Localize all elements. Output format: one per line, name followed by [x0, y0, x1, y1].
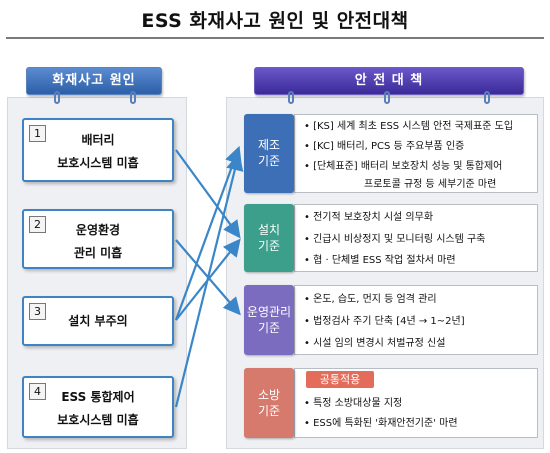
measure-box-installation — [294, 204, 538, 272]
binder-ring-icon — [54, 91, 60, 104]
diagram-title: ESS 화재사고 원인 및 안전대책 — [141, 10, 409, 32]
category-firefighting: 소방 기준 — [244, 368, 294, 438]
binder-ring-icon — [288, 91, 294, 104]
measure-item: • [KS] 세계 최초 ESS 시스템 안전 국제표준 도입 — [304, 121, 514, 132]
cause-box-1: 1 배터리 보호시스템 미흡 — [22, 118, 174, 182]
measure-item: • 전기적 보호장치 시설 의무화 — [304, 212, 434, 223]
binder-ring-icon — [484, 91, 490, 104]
arrow-line — [175, 239, 241, 316]
cause-number: 2 — [29, 216, 46, 233]
measure-item: • 온도, 습도, 먼지 등 엄격 관리 — [304, 294, 437, 305]
category-operation: 운영관리 기준 — [244, 285, 294, 355]
measure-item: • ESS에 특화된 '화재안전기준' 마련 — [304, 418, 458, 429]
category-label: 기준 — [257, 154, 281, 168]
cause-label: 운영환경 — [75, 223, 121, 237]
cause-label: 설치 부주의 — [68, 314, 128, 328]
cause-label: 보호시스템 미흡 — [57, 156, 139, 170]
binder-ring-icon — [130, 91, 136, 104]
category-installation: 설치 기준 — [244, 204, 294, 272]
arrow-line — [175, 149, 241, 239]
category-label: 운영관리 — [246, 305, 292, 319]
measures-header: 안 전 대 책 — [254, 67, 524, 95]
binder-ring-icon — [384, 91, 390, 104]
measure-item: • 시설 임의 변경시 처벌규정 신설 — [304, 338, 446, 349]
measure-box-manufacturing — [294, 114, 538, 193]
measure-item: • [KC] 배터리, PCS 등 주요부품 인증 — [304, 141, 465, 152]
measure-item: • 협 · 단체별 ESS 작업 절차서 마련 — [304, 255, 456, 266]
common-apply-badge: 공통적용 — [306, 371, 374, 388]
causes-header: 화재사고 원인 — [26, 67, 162, 95]
measure-item: 프로토콜 규정 등 세부기준 마련 — [364, 179, 497, 190]
cause-label: ESS 통합제어 — [61, 390, 135, 404]
cause-label: 보호시스템 미흡 — [57, 413, 139, 427]
cause-label: 배터리 — [81, 133, 115, 147]
category-label: 기준 — [257, 239, 281, 253]
category-label: 제조 — [257, 138, 281, 152]
measure-box-operation — [294, 285, 538, 355]
cause-box-3: 3 설치 부주의 — [22, 296, 174, 346]
category-label: 기준 — [257, 321, 281, 335]
title-divider — [6, 37, 544, 39]
arrow-line — [174, 145, 242, 321]
measure-item: • 특정 소방대상물 지정 — [304, 398, 403, 409]
category-label: 기준 — [257, 404, 281, 418]
cause-label: 관리 미흡 — [73, 246, 123, 260]
cause-number: 4 — [29, 383, 46, 400]
cause-number: 3 — [29, 303, 46, 320]
cause-number: 1 — [29, 125, 46, 142]
measure-item: • 긴급시 비상정지 및 모니터링 시스템 구축 — [304, 234, 486, 245]
cause-box-2: 2 운영환경 관리 미흡 — [22, 209, 174, 269]
category-label: 소방 — [257, 388, 281, 402]
cause-box-4: 4 ESS 통합제어 보호시스템 미흡 — [22, 376, 174, 438]
category-label: 설치 — [257, 223, 281, 237]
measure-item: • 법정검사 주기 단축 [4년 → 1~2년] — [304, 316, 465, 327]
arrow-line — [174, 152, 244, 408]
category-manufacturing: 제조 기준 — [244, 114, 294, 193]
measure-item: • [단체표준] 배터리 보호장치 성능 및 통합제어 — [304, 161, 503, 172]
